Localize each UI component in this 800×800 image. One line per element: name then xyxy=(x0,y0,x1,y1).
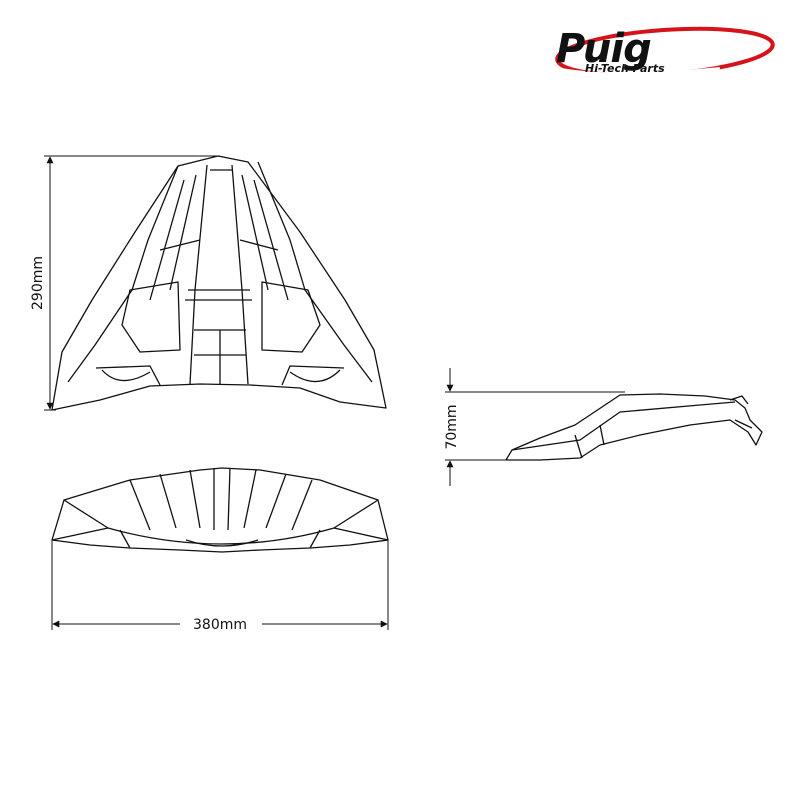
front-view-inner-left xyxy=(67,165,179,383)
front-view-ribs xyxy=(149,174,289,301)
brand-logo: Puig Hi-Tech Parts xyxy=(547,26,775,79)
top-view-panels xyxy=(129,467,313,531)
side-view xyxy=(505,393,763,461)
depth-label: 70mm xyxy=(444,404,460,449)
top-view-inner-curve xyxy=(107,527,335,545)
logo-swoosh-cut xyxy=(547,65,721,79)
side-view-tail xyxy=(729,395,753,429)
side-view-lower xyxy=(574,424,605,459)
front-view-lower-openings xyxy=(101,369,341,383)
front-view-spine xyxy=(189,164,249,385)
side-view-ridge xyxy=(511,401,736,451)
top-view xyxy=(51,467,389,553)
front-view-grid xyxy=(194,329,246,384)
front-view-right-vent xyxy=(261,281,345,386)
front-view-inner-right xyxy=(257,161,373,383)
width-label: 380mm xyxy=(193,617,247,633)
front-view-left-vent xyxy=(95,281,181,386)
front-view-outline xyxy=(51,155,387,411)
height-dimension xyxy=(44,155,220,411)
top-view-outline xyxy=(51,467,389,553)
side-view-outline xyxy=(505,393,763,461)
width-dimension xyxy=(51,540,389,630)
front-view xyxy=(51,155,387,411)
top-view-front-edge xyxy=(51,499,389,541)
height-label: 290mm xyxy=(30,256,46,310)
logo-wordmark: Puig xyxy=(556,26,651,72)
front-view-spine-mid xyxy=(185,289,252,301)
top-view-lower-edge xyxy=(119,529,321,549)
logo-tagline: Hi-Tech Parts xyxy=(585,62,665,75)
depth-dimension xyxy=(445,368,625,486)
